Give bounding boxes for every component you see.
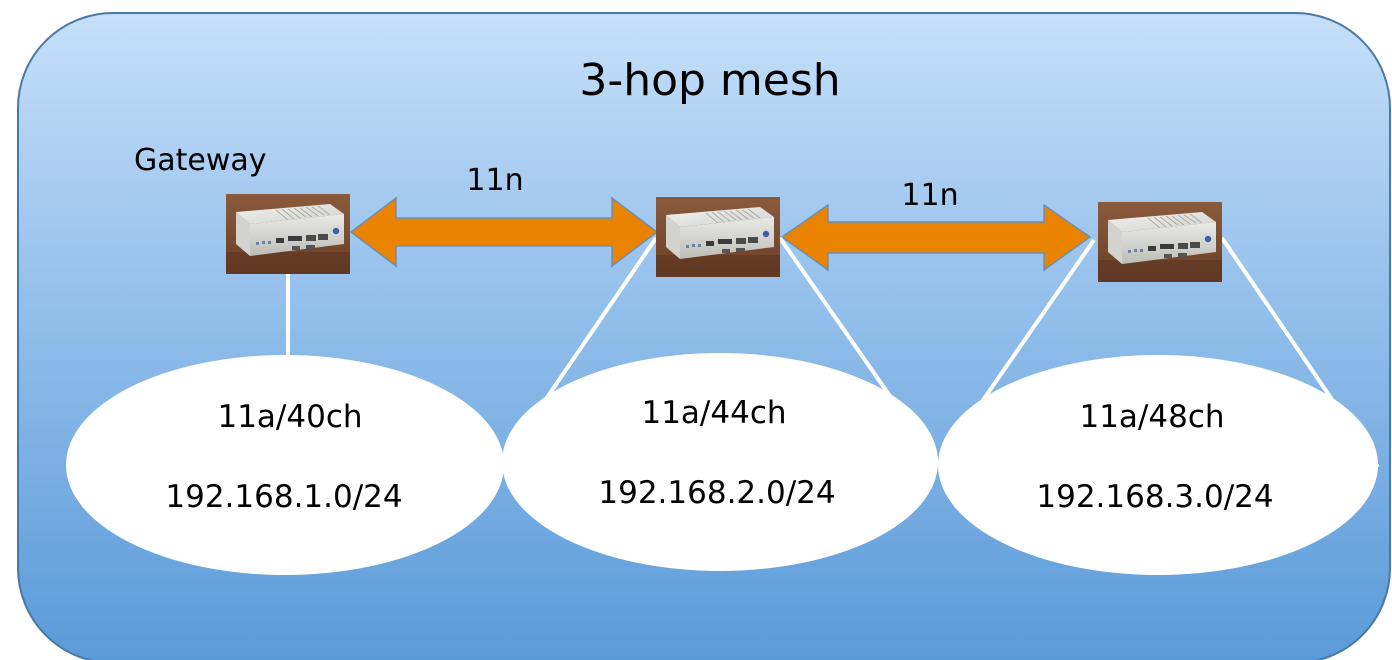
link-arrow-2 <box>780 203 1092 272</box>
network-1-subnet: 192.168.1.0/24 <box>165 479 402 515</box>
gateway-router-icon <box>226 194 350 274</box>
network-2-channel: 11a/44ch <box>641 395 786 431</box>
mesh-router-icon <box>656 197 780 277</box>
network-ellipse-1 <box>66 355 504 575</box>
link-label-2: 11n <box>901 178 958 213</box>
network-2-subnet: 192.168.2.0/24 <box>598 475 835 511</box>
network-ellipse-3 <box>938 355 1378 575</box>
network-3-channel: 11a/48ch <box>1079 399 1224 435</box>
network-ellipse-2 <box>502 353 938 571</box>
diagram-title: 3-hop mesh <box>579 55 840 106</box>
gateway-label: Gateway <box>134 143 267 178</box>
link-label-1: 11n <box>466 163 523 198</box>
network-1-channel: 11a/40ch <box>217 399 362 435</box>
network-3-subnet: 192.168.3.0/24 <box>1036 479 1273 515</box>
mesh-router-icon <box>1098 202 1222 282</box>
